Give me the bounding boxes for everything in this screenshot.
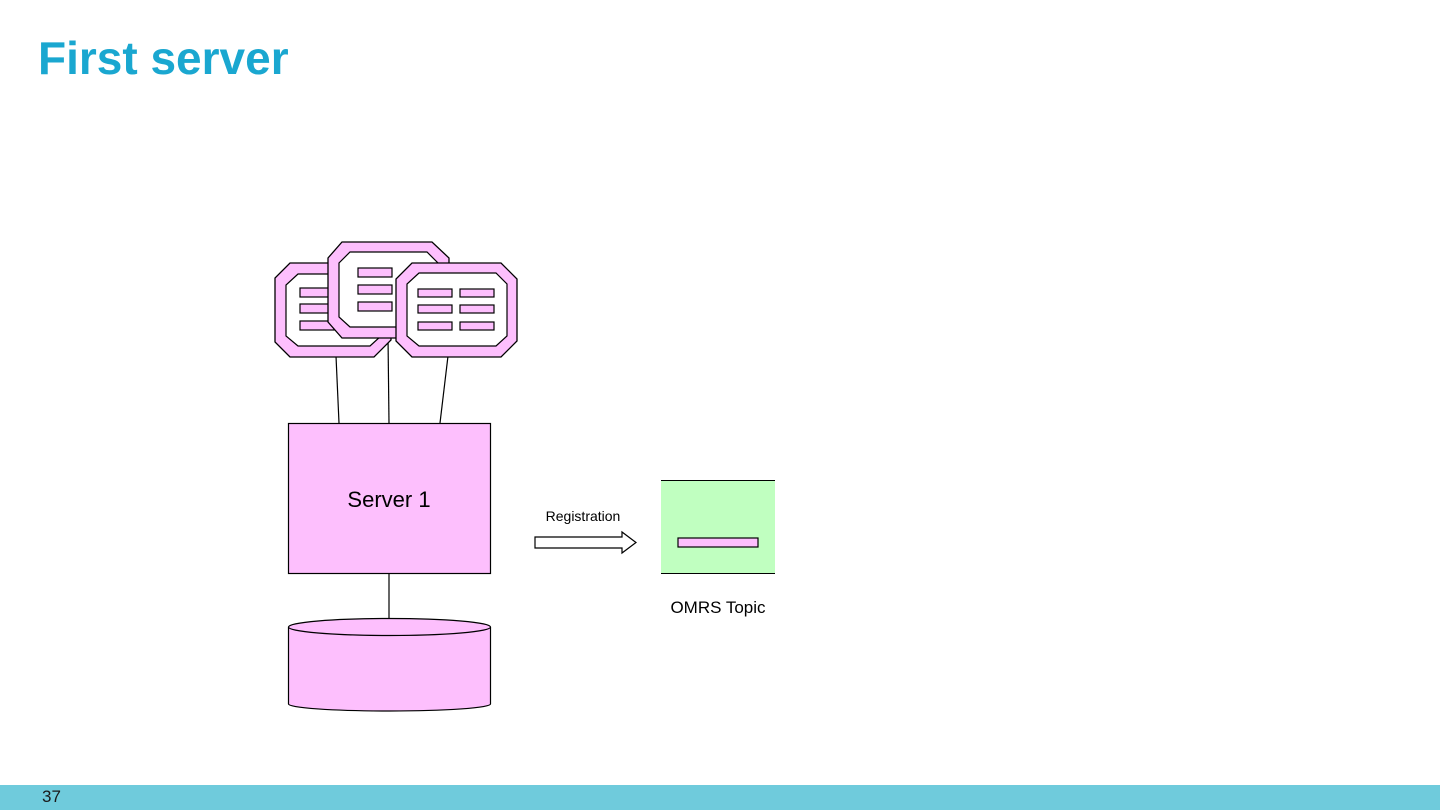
card-connectors	[335, 335, 449, 424]
server-label: Server 1	[347, 487, 430, 512]
metadata-card-right	[395, 262, 518, 358]
server-box: Server 1	[287, 422, 492, 575]
omrs-topic-box: OMRS Topic	[661, 480, 775, 617]
registration-label: Registration	[546, 508, 621, 524]
registration-arrow: Registration	[534, 508, 637, 555]
slide-title: First server	[38, 32, 289, 84]
topic-event-bar	[677, 537, 759, 548]
page-number: 37	[42, 787, 61, 806]
database-cylinder	[287, 617, 492, 712]
footer-bar: 37	[0, 785, 1440, 810]
topic-label: OMRS Topic	[670, 598, 766, 617]
